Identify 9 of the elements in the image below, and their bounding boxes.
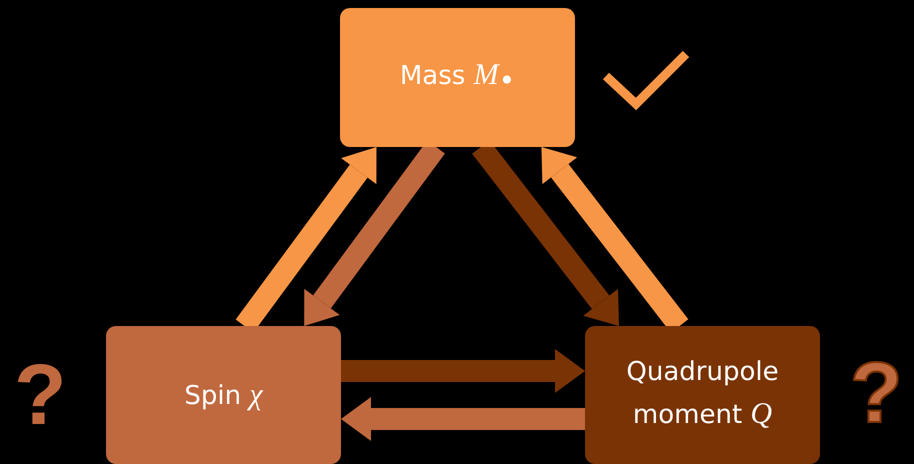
question-mark: ?	[850, 350, 903, 436]
arrow	[341, 397, 585, 441]
arrow	[341, 349, 585, 393]
box-label: Quadrupole moment Q	[625, 356, 780, 432]
process-box	[106, 326, 341, 464]
question-mark: ?	[14, 352, 67, 438]
box-label: Spin χ	[184, 377, 263, 414]
process-box	[585, 326, 820, 464]
process-box	[340, 8, 575, 147]
